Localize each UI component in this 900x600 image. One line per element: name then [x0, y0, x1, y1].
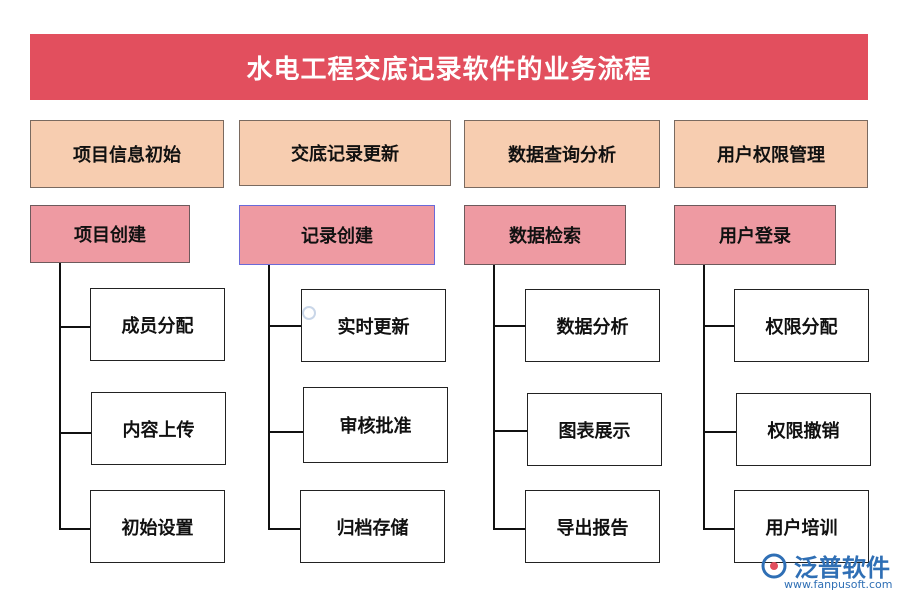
category-box-3: 数据查询分析: [464, 120, 660, 188]
connector-branch-2-3: [268, 528, 301, 530]
connector-branch-2-1: [268, 325, 302, 327]
sub-box-4: 用户登录: [674, 205, 836, 265]
connector-trunk-3: [493, 265, 495, 530]
diagram-title: 水电工程交底记录软件的业务流程: [30, 34, 868, 100]
connector-branch-1-1: [59, 326, 91, 328]
leaf-box-1-3: 初始设置: [90, 490, 225, 563]
leaf-box-4-1: 权限分配: [734, 289, 869, 362]
leaf-box-3-1: 数据分析: [525, 289, 660, 362]
leaf-box-2-1: 实时更新: [301, 289, 446, 362]
watermark-url: www.fanpusoft.com: [784, 578, 893, 591]
connector-branch-4-1: [703, 325, 735, 327]
fanpu-logo-icon: [761, 553, 787, 578]
leaf-box-4-2: 权限撤销: [736, 393, 871, 466]
leaf-box-1-1: 成员分配: [90, 288, 225, 361]
leaf-box-2-3: 归档存储: [300, 490, 445, 563]
leaf-box-1-2: 内容上传: [91, 392, 226, 465]
watermark-brand: 泛普软件: [794, 554, 890, 582]
leaf-box-3-2: 图表展示: [527, 393, 662, 466]
category-box-2: 交底记录更新: [239, 120, 451, 186]
connector-trunk-2: [268, 265, 270, 530]
leaf-box-4-3: 用户培训: [734, 490, 869, 563]
sub-box-2: 记录创建: [239, 205, 435, 265]
connector-branch-3-1: [493, 325, 526, 327]
category-box-4: 用户权限管理: [674, 120, 868, 188]
connector-branch-3-3: [493, 528, 526, 530]
connector-branch-2-2: [268, 431, 304, 433]
connector-branch-4-3: [703, 528, 735, 530]
category-box-1: 项目信息初始: [30, 120, 224, 188]
connector-branch-1-2: [59, 432, 92, 434]
connector-branch-4-2: [703, 431, 737, 433]
leaf-box-3-3: 导出报告: [525, 490, 660, 563]
sub-box-3: 数据检索: [464, 205, 626, 265]
sub-box-1: 项目创建: [30, 205, 190, 263]
leaf-box-2-2: 审核批准: [303, 387, 448, 463]
faint-logo-icon: [302, 306, 316, 320]
connector-trunk-1: [59, 263, 61, 530]
connector-trunk-4: [703, 265, 705, 530]
connector-branch-3-2: [493, 430, 528, 432]
connector-branch-1-3: [59, 528, 91, 530]
brand-watermark: 泛普软件 www.fanpusoft.com: [760, 548, 892, 591]
